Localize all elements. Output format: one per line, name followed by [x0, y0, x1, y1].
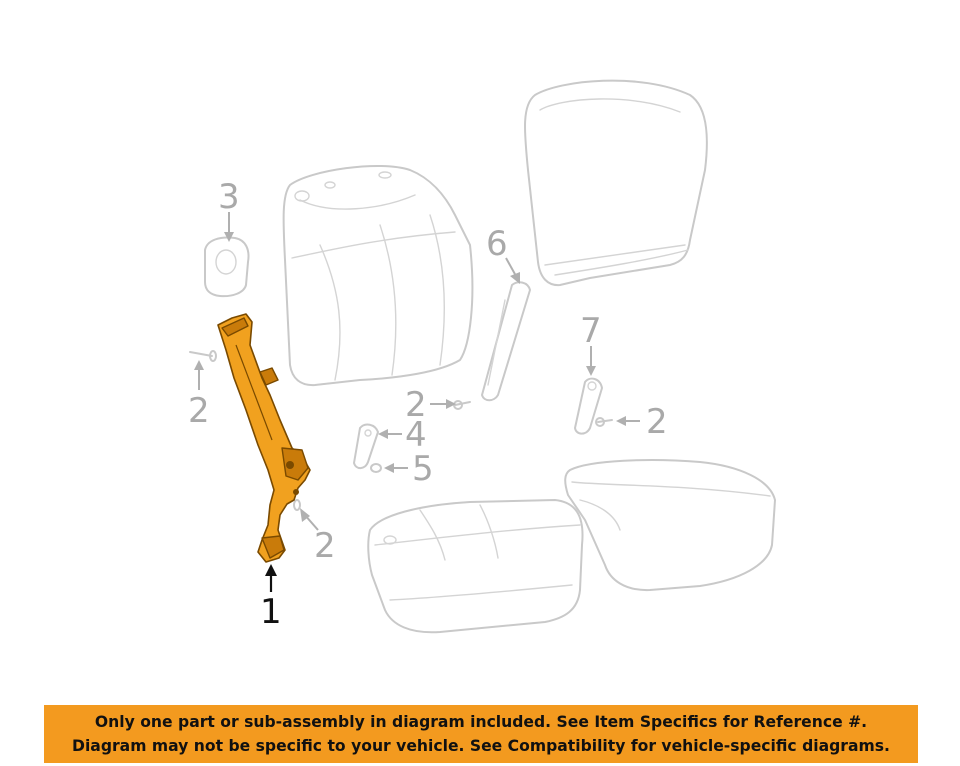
disclaimer-banner: Only one part or sub-assembly in diagram…: [44, 705, 918, 763]
callout-3: 3: [218, 177, 240, 217]
bolt-part-right: [595, 417, 613, 427]
callout-7: 7: [580, 311, 602, 351]
spacer-part: [370, 463, 382, 473]
bolt-part-center: [453, 400, 471, 410]
height-adjuster-part: [481, 281, 531, 402]
leader-lines: [194, 212, 640, 592]
seat-back-outline: [282, 165, 474, 387]
seat-cushion-outline: [367, 499, 584, 634]
callout-6: 6: [486, 224, 508, 264]
callout-2-bottom: 2: [314, 526, 336, 566]
seat-back-cover-outline: [523, 79, 708, 287]
parts-diagram: 3 2 6 2 4 5 7 2 2 1: [188, 79, 776, 634]
callout-5: 5: [412, 449, 434, 489]
bolt-part-bottom: [293, 499, 301, 511]
buckle-anchor-part: [574, 377, 603, 435]
disclaimer-line-2: Diagram may not be specific to your vehi…: [72, 737, 890, 755]
callout-2-center: 2: [405, 385, 427, 425]
seat-belt-assembly-highlight: [217, 313, 311, 563]
callout-2-right: 2: [646, 402, 668, 442]
anchor-bracket-part: [353, 423, 379, 470]
callout-4: 4: [405, 415, 427, 455]
callout-2-left: 2: [188, 391, 210, 431]
guide-cover-part: [204, 236, 250, 298]
disclaimer-line-1: Only one part or sub-assembly in diagram…: [94, 713, 868, 731]
seat-cushion-cover-outline: [564, 459, 776, 592]
bolt-part-left: [189, 350, 217, 362]
callout-1: 1: [260, 592, 282, 632]
